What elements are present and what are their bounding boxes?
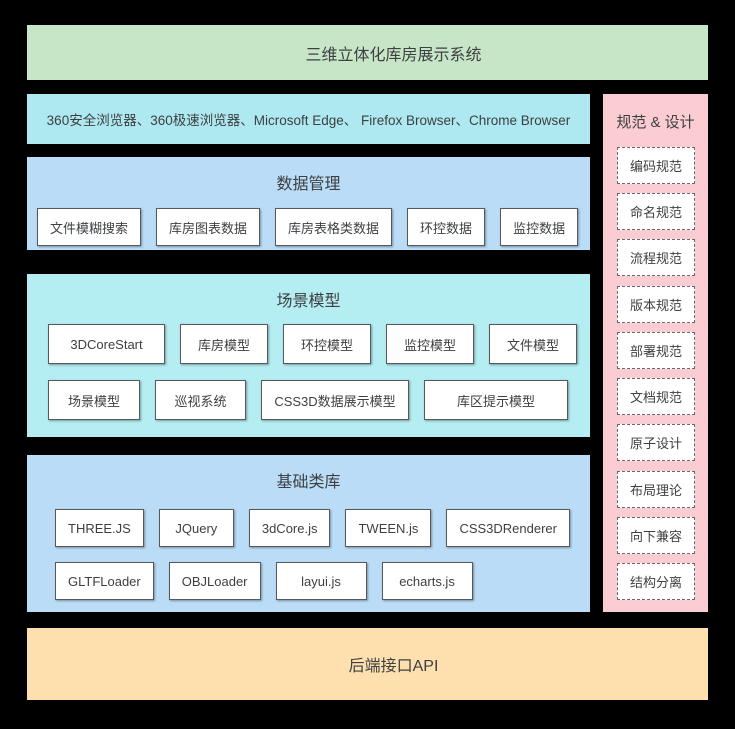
scene-boxes-row-1: 3DCoreStart 库房模型环控模型监控模型文件模型 <box>48 324 590 364</box>
scene-model-title: 场景模型 <box>276 293 341 310</box>
backend-api-label: 后端接口API <box>348 658 439 675</box>
specs-panel: 规范 & 设计 编码规范命名规范流程规范版本规范部署规范文档规范原子设计布局理论… <box>603 94 708 612</box>
library-box: THREE.JS <box>55 509 144 547</box>
model-box: 监控模型 <box>386 324 474 364</box>
spec-box: 原子设计 <box>617 424 695 462</box>
model-box: CSS3D数据展示模型 <box>261 380 409 420</box>
library-boxes-row-1: THREE.JS JQuery 3dCore.js TWEEN.js CSS3DRend… <box>55 509 590 547</box>
scene-boxes-row-2: 场景模型巡视系统 CSS3D数据展示模型库区提示模型 <box>48 380 590 420</box>
model-box: 环控模型 <box>283 324 371 364</box>
spec-box: 布局理论 <box>617 470 695 508</box>
system-title-bar: 三维立体化库房展示系统 <box>27 25 708 80</box>
spec-box: 版本规范 <box>617 285 695 323</box>
data-box: 监控数据 <box>500 208 579 246</box>
library-box: GLTFLoader <box>55 562 154 600</box>
data-boxes-row: 文件模糊搜索库房图表数据库房表格类数据环控数据监控数据 <box>37 208 590 246</box>
model-box: 3DCoreStart <box>48 324 165 364</box>
specs-panel-title: 规范 & 设计 <box>616 114 695 131</box>
spec-box: 部署规范 <box>617 331 695 369</box>
library-box: OBJLoader <box>168 562 261 600</box>
spec-box: 命名规范 <box>617 193 695 231</box>
base-library-section: 基础类库 THREE.JS JQuery 3dCore.js TWEEN.js CSS3… <box>27 455 590 612</box>
data-box: 库房图表数据 <box>156 208 261 246</box>
spec-box: 编码规范 <box>617 147 695 184</box>
library-boxes-row-2: GLTFLoader OBJLoader layui.js echarts.js <box>55 562 590 600</box>
model-box: 场景模型 <box>48 380 140 420</box>
spec-box: 结构分离 <box>617 562 695 600</box>
library-box: echarts.js <box>381 562 473 600</box>
spec-box: 文档规范 <box>617 378 695 416</box>
backend-api-bar: 后端接口API <box>27 628 708 700</box>
library-box: 3dCore.js <box>248 509 331 547</box>
model-box: 库区提示模型 <box>424 380 568 420</box>
data-management-title: 数据管理 <box>276 176 341 193</box>
data-box: 环控数据 <box>407 208 486 246</box>
model-box: 巡视系统 <box>155 380 246 420</box>
library-box: layui.js <box>275 562 367 600</box>
system-title: 三维立体化库房展示系统 <box>305 46 482 64</box>
browser-support-bar: 360安全浏览器、360极速浏览器、Microsoft Edge、 Firefo… <box>27 94 590 144</box>
data-box: 库房表格类数据 <box>275 208 393 246</box>
browser-list-label: 360安全浏览器、360极速浏览器、Microsoft Edge、 Firefo… <box>46 113 571 128</box>
library-box: TWEEN.js <box>345 509 432 547</box>
data-management-section: 数据管理 文件模糊搜索库房图表数据库房表格类数据环控数据监控数据 <box>27 157 590 250</box>
data-box: 文件模糊搜索 <box>37 208 142 246</box>
specs-list: 编码规范命名规范流程规范版本规范部署规范文档规范原子设计布局理论向下兼容结构分离 <box>617 147 695 600</box>
spec-box: 向下兼容 <box>617 516 695 554</box>
library-box: CSS3DRenderer <box>446 509 570 547</box>
model-box: 文件模型 <box>489 324 577 364</box>
base-library-title: 基础类库 <box>276 474 341 491</box>
model-box: 库房模型 <box>180 324 268 364</box>
library-box: JQuery <box>158 509 234 547</box>
spec-box: 流程规范 <box>617 239 695 277</box>
